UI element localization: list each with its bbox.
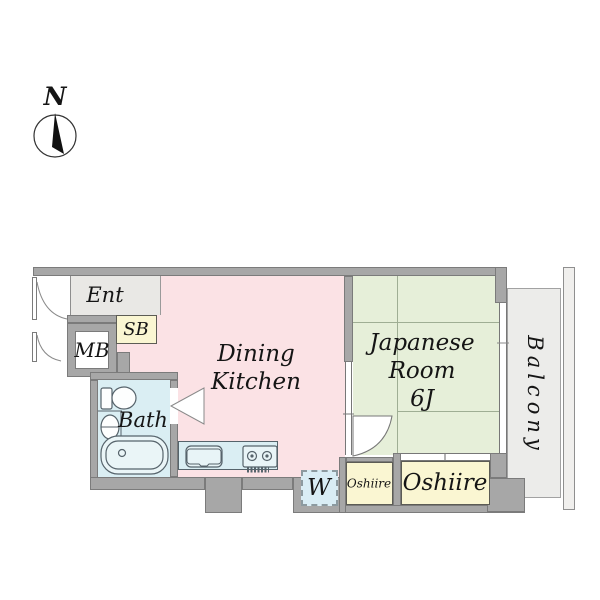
meter-box (75, 331, 109, 369)
door-leaf (32, 277, 37, 320)
door-arc-meter-box (36, 334, 62, 362)
wall-segment (393, 453, 401, 508)
wall-segment (344, 276, 353, 362)
entrance-label: Ent (86, 283, 124, 308)
shoe-box-label: SB (123, 319, 149, 341)
japanese-room-label: Japanese Room 6J (369, 329, 474, 413)
washing-machine-space (301, 470, 338, 506)
wall-segment (170, 423, 178, 477)
wall-segment (339, 457, 346, 513)
balcony-rail (563, 267, 575, 510)
wall-column (205, 477, 242, 513)
compass-icon (33, 113, 77, 158)
japanese-room-size-label: 6J (410, 386, 434, 413)
wall-segment (90, 372, 178, 380)
wall-segment (490, 453, 507, 478)
wall-segment (90, 380, 98, 485)
meter-box-label: MB (74, 337, 110, 362)
wall-segment (90, 477, 205, 490)
shoe-box (116, 315, 157, 344)
tatami-line (397, 411, 500, 412)
wall-segment (67, 315, 118, 323)
dining-kitchen-label-line2: Kitchen (211, 369, 301, 395)
door-arc-entrance (36, 281, 68, 320)
washer-label: W (307, 474, 331, 501)
wall-column (487, 478, 525, 512)
dining-kitchen-label: Dining Kitchen (211, 340, 301, 396)
dining-kitchen-label-line1: Dining (217, 340, 295, 367)
tatami-line (353, 322, 500, 323)
tatami-line (397, 322, 398, 455)
wall-segment (242, 477, 293, 490)
wall-segment (495, 267, 507, 303)
sliding-door (401, 453, 490, 461)
door-leaf (32, 332, 37, 362)
bath-label: Bath (118, 408, 168, 433)
closet-large-label: Oshiire (402, 469, 488, 496)
wall-segment (170, 380, 178, 389)
tatami-line (397, 276, 398, 322)
closet-small (346, 462, 393, 505)
closet-large (401, 461, 490, 505)
kitchen-counter (178, 441, 278, 470)
balcony-label: Balcony (522, 335, 547, 455)
compass-label: N (43, 81, 67, 111)
wall-segment (33, 267, 507, 276)
closet-small-label: Oshiire (346, 476, 392, 491)
japanese-room-label-line1: Japanese (369, 329, 475, 356)
balcony-area (507, 288, 561, 498)
wall-segment (346, 457, 393, 462)
window (499, 303, 507, 453)
sliding-door (345, 362, 352, 455)
japanese-room-label-line2: Room (388, 357, 456, 384)
entrance-area (70, 276, 161, 315)
